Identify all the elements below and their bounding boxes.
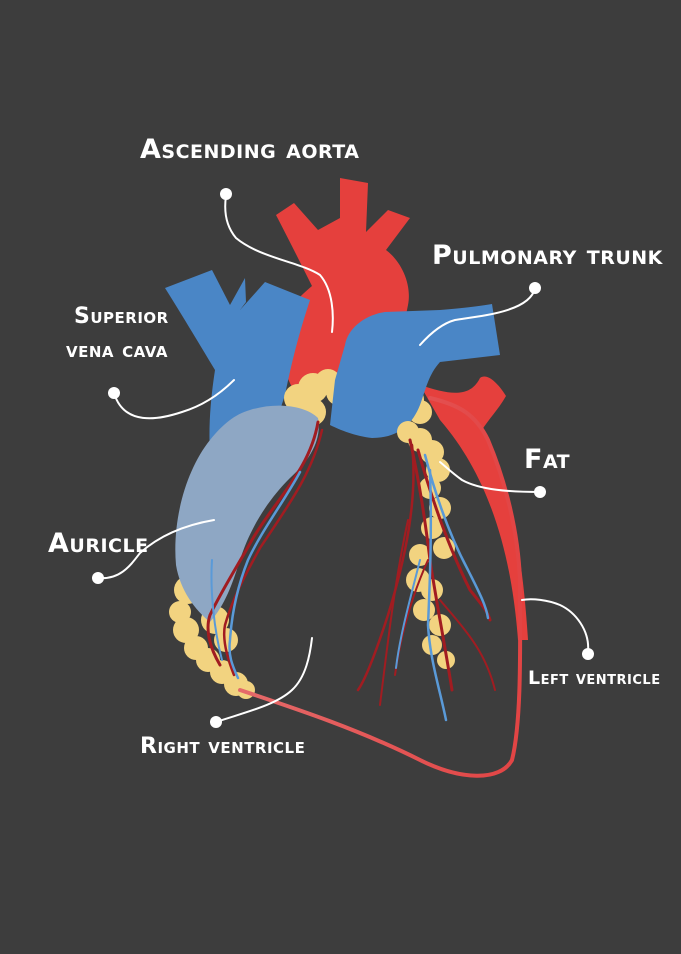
left-ventricle-dot <box>582 648 594 660</box>
label-superior-vena-cava-line1: Superior <box>74 304 169 329</box>
right-ventricle-dot <box>210 716 222 728</box>
auricle-dot <box>92 572 104 584</box>
label-auricle: Auricle <box>48 528 149 559</box>
label-ascending-aorta: Ascending aorta <box>140 134 359 165</box>
pulmonary-trunk-dot <box>529 282 541 294</box>
superior-vena-cava-dot <box>108 387 120 399</box>
label-fat: Fat <box>524 444 570 475</box>
ascending-aorta-dot <box>220 188 232 200</box>
fat-dot <box>534 486 546 498</box>
label-pulmonary-trunk: Pulmonary trunk <box>432 240 663 271</box>
label-right-ventricle: Right ventricle <box>140 734 305 759</box>
label-left-ventricle: Left ventricle <box>528 668 661 690</box>
auricle-shape <box>175 406 318 622</box>
label-superior-vena-cava-line2: vena cava <box>66 338 168 363</box>
